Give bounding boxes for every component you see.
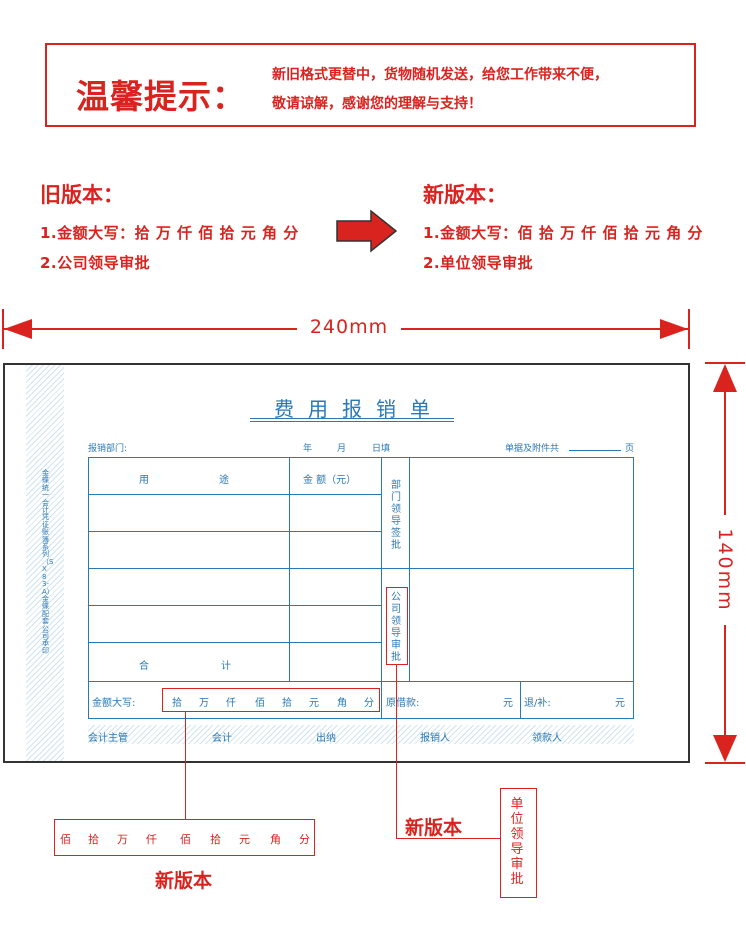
attachments-label: 单据及附件共 xyxy=(505,444,560,454)
unit-jiao: 角 xyxy=(337,698,347,709)
col-use-label-2: 途 xyxy=(219,475,229,486)
pages-label: 页 xyxy=(625,444,635,454)
new-unit-yuan: 元 xyxy=(239,833,250,846)
row-line xyxy=(88,642,381,643)
right-arrow-icon xyxy=(336,209,398,253)
down-arrowhead-icon xyxy=(705,735,745,764)
row-line xyxy=(88,605,381,606)
title-underline xyxy=(250,418,454,419)
new-unit-bai: 佰 xyxy=(60,833,71,846)
old-version-item-1: 1.金额大写：拾 万 仟 佰 拾 元 角 分 xyxy=(40,224,299,242)
col-amount-label: 金 额（元） xyxy=(303,475,357,486)
month-label: 月 xyxy=(337,444,347,454)
width-label: 240mm xyxy=(297,316,401,342)
new-version-item-1: 1.金额大写：佰 拾 万 仟 佰 拾 元 角 分 xyxy=(423,224,703,242)
amount-words-label: 金额大写: xyxy=(92,698,136,709)
up-arrowhead-icon xyxy=(705,362,745,392)
company-leader-label: 公司领导审批 xyxy=(391,592,401,663)
form-side-hatch xyxy=(26,365,64,761)
form-title: 费用报销单 xyxy=(274,397,444,421)
footer-strip xyxy=(88,725,634,744)
footer-chief-accountant: 会计主管 xyxy=(88,733,128,744)
footer-claimant: 报销人 xyxy=(420,733,450,744)
new-version-heading: 新版本： xyxy=(423,183,507,207)
refund-label: 退/补: xyxy=(524,698,551,709)
footer-accountant: 会计 xyxy=(212,733,232,744)
amount-units-highlight xyxy=(162,688,380,712)
new-unit-qian: 仟 xyxy=(146,833,157,846)
callout-line-right xyxy=(396,665,397,838)
new-version-label-left: 新版本 xyxy=(155,870,213,892)
col-line xyxy=(289,457,290,681)
unit-bai: 佰 xyxy=(255,698,265,709)
new-unit-shi-2: 拾 xyxy=(210,833,221,846)
expense-form xyxy=(3,363,690,763)
advance-label: 原借款: xyxy=(386,698,420,709)
company-leader-highlight xyxy=(386,587,408,665)
new-unit-bai-2: 佰 xyxy=(180,833,191,846)
row-line xyxy=(88,531,381,532)
notice-line-1: 新旧格式更替中，货物随机发送，给您工作带来不便， xyxy=(272,67,608,83)
callout-line-left xyxy=(185,712,186,819)
notice-title: 温馨提示： xyxy=(76,77,246,116)
col-line xyxy=(409,457,410,681)
new-unit-wan: 万 xyxy=(117,833,128,846)
attachments-blank xyxy=(569,450,621,451)
height-label: 140mm xyxy=(714,528,736,612)
unit-fen: 分 xyxy=(364,698,374,709)
col-line xyxy=(381,457,382,719)
unit-qian: 仟 xyxy=(226,698,236,709)
dept-label: 报销部门: xyxy=(88,444,128,454)
day-label: 日填 xyxy=(372,444,391,454)
callout-line-right-h xyxy=(396,838,500,839)
total-label: 合 xyxy=(139,661,149,672)
title-underline-2 xyxy=(250,421,454,422)
col-use-label: 用 xyxy=(139,475,149,486)
notice-box xyxy=(45,43,696,127)
total-label-2: 计 xyxy=(221,661,231,672)
col-line xyxy=(520,681,521,719)
new-leader-box xyxy=(500,788,537,898)
row-line xyxy=(88,681,634,682)
new-leader-label: 单位领导审批 xyxy=(510,797,524,887)
new-unit-shi: 拾 xyxy=(88,833,99,846)
new-version-label-right: 新版本 xyxy=(405,817,463,839)
form-grid xyxy=(88,457,634,719)
old-version-item-2: 2.公司领导审批 xyxy=(40,254,151,272)
new-unit-fen: 分 xyxy=(299,833,310,846)
old-version-heading: 旧版本： xyxy=(40,183,124,207)
unit-shi: 拾 xyxy=(172,698,182,709)
row-line xyxy=(88,568,634,569)
year-label: 年 xyxy=(303,444,313,454)
footer-cashier: 出纳 xyxy=(316,733,336,744)
unit-shi-2: 拾 xyxy=(282,698,292,709)
right-arrowhead-icon xyxy=(660,309,690,349)
form-side-text: 金蝶统一会计凭证账簿系列（SX83-A）金蝶配套公司承印 xyxy=(42,469,54,655)
advance-yuan: 元 xyxy=(503,698,513,709)
notice-line-2: 敬请谅解，感谢您的理解与支持！ xyxy=(272,96,482,112)
new-unit-jiao: 角 xyxy=(270,833,281,846)
row-line xyxy=(88,494,381,495)
new-version-item-2: 2.单位领导审批 xyxy=(423,254,534,272)
refund-yuan: 元 xyxy=(615,698,625,709)
unit-wan: 万 xyxy=(199,698,209,709)
left-arrowhead-icon xyxy=(2,309,32,349)
unit-yuan: 元 xyxy=(309,698,319,709)
footer-payee: 领款人 xyxy=(532,733,562,744)
dept-leader-label: 部门领导签批 xyxy=(391,480,401,551)
new-units-box xyxy=(54,819,315,856)
height-label-box: 140mm xyxy=(712,515,738,625)
